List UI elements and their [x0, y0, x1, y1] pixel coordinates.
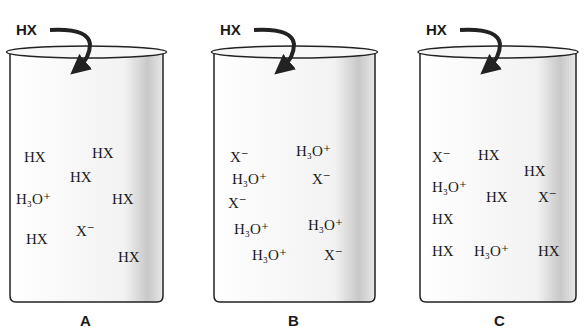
reagent-label: HX [16, 22, 37, 37]
species-label: H₃O⁺ [308, 218, 343, 233]
reagent-label: HX [426, 22, 447, 37]
beaker-letter: B [288, 313, 299, 328]
species-label: HX [432, 212, 454, 227]
beaker-body [420, 52, 576, 302]
species-label: H₃O⁺ [234, 222, 269, 237]
species-label: X⁻ [432, 150, 451, 165]
species-label: HX [70, 170, 92, 185]
species-label: H₃O⁺ [474, 244, 509, 259]
beaker-contents: HXHXHXH₃O⁺HXHXX⁻HX [12, 64, 162, 300]
species-label: X⁻ [230, 150, 249, 165]
beaker-contents: X⁻ H₃O⁺ H₃O⁺ X⁻ X⁻ H₃O⁺ H₃O⁺ H₃O⁺ X⁻ [216, 64, 374, 300]
species-label: HX [118, 250, 140, 265]
species-label: H₃O⁺ [232, 172, 267, 187]
curved-arrow [460, 30, 500, 68]
species-label: HX [538, 244, 560, 259]
species-label: HX [486, 190, 508, 205]
species-label: H₃O⁺ [296, 144, 331, 159]
beaker-contents: X⁻ HX HX H₃O⁺ HX X⁻ HX HX H₃O⁺ HX [422, 64, 575, 300]
species-label: X⁻ [228, 196, 247, 211]
species-label: HX [26, 232, 48, 247]
beaker-letter: C [494, 313, 505, 328]
species-label: HX [92, 146, 114, 161]
beaker-letter: A [80, 313, 91, 328]
curved-arrow [254, 30, 294, 68]
beaker-body [214, 52, 375, 302]
species-label: X⁻ [324, 248, 343, 263]
species-label: HX [24, 150, 46, 165]
species-label: X⁻ [312, 172, 331, 187]
species-label: HX [524, 164, 546, 179]
species-label: X⁻ [76, 224, 95, 239]
species-label: H₃O⁺ [16, 192, 51, 207]
species-label: HX [432, 244, 454, 259]
species-label: H₃O⁺ [252, 248, 287, 263]
species-label: HX [478, 148, 500, 163]
reagent-label: HX [220, 22, 241, 37]
beaker-body [10, 52, 163, 302]
species-label: H₃O⁺ [432, 180, 467, 195]
species-label: X⁻ [538, 190, 557, 205]
curved-arrow [50, 30, 90, 68]
beakers [10, 52, 576, 302]
species-label: HX [112, 192, 134, 207]
